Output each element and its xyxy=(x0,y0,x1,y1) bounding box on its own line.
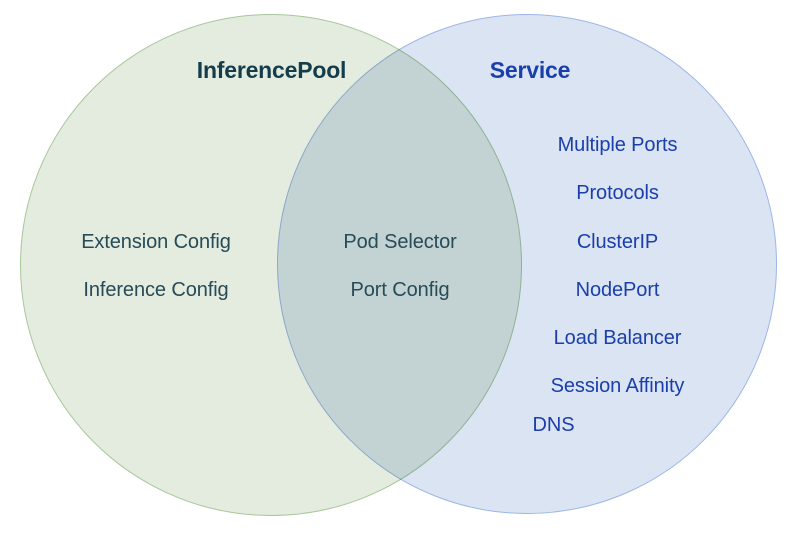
venn-item-right-2: ClusterIP xyxy=(576,231,659,253)
venn-circle-service xyxy=(277,14,777,514)
venn-item-right-1: Protocols xyxy=(576,182,659,204)
venn-item-left-1: Inference Config xyxy=(83,279,229,301)
venn-item-intersection-1: Port Config xyxy=(350,279,450,301)
venn-item-right-6: DNS xyxy=(532,414,575,436)
venn-item-left-0: Extension Config xyxy=(81,231,231,253)
venn-item-intersection-0: Pod Selector xyxy=(343,231,457,253)
venn-item-right-5: Session Affinity xyxy=(550,375,685,397)
venn-title-service: Service xyxy=(489,57,571,83)
venn-item-right-3: NodePort xyxy=(575,279,660,301)
venn-title-inferencepool: InferencePool xyxy=(196,57,347,83)
venn-item-right-0: Multiple Ports xyxy=(557,134,678,156)
venn-item-right-4: Load Balancer xyxy=(553,327,682,349)
